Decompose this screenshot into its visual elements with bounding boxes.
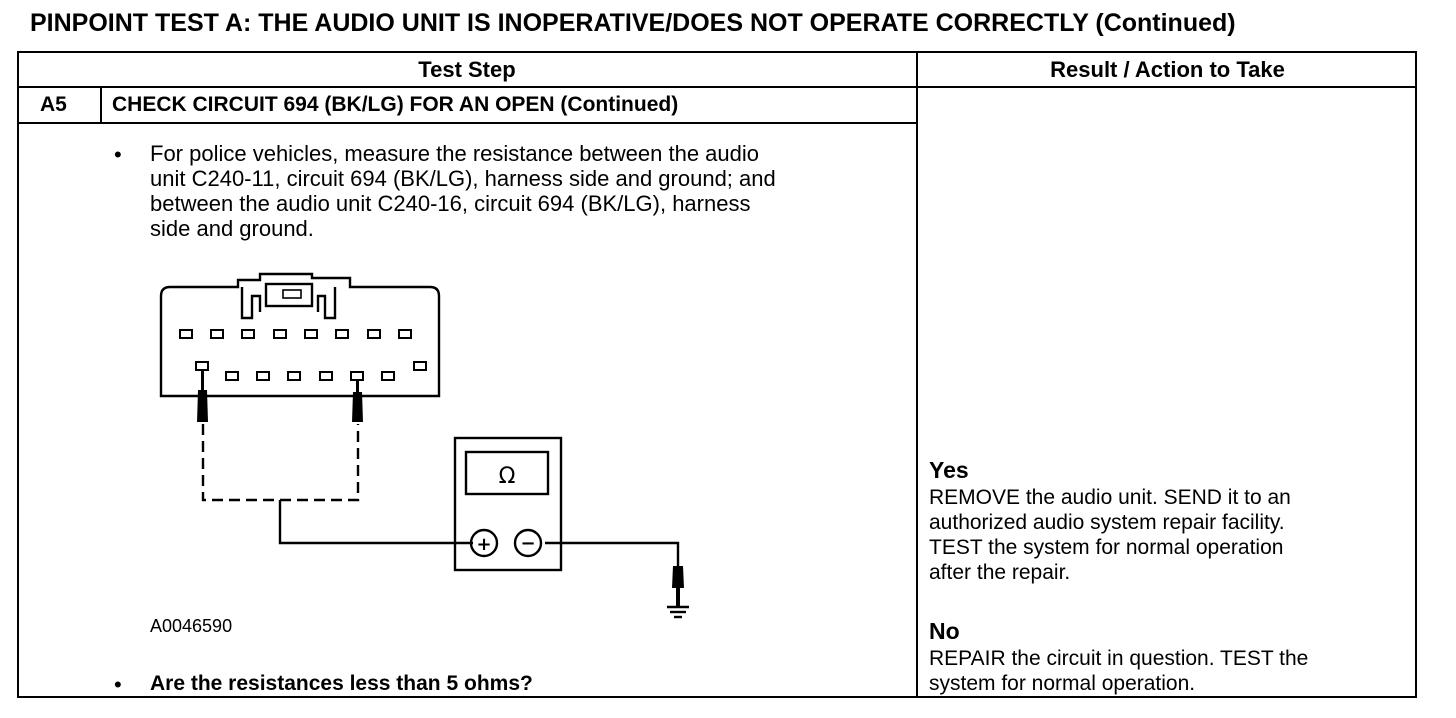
positive-terminal: [469, 528, 499, 558]
negative-terminal: [513, 528, 543, 558]
result-no-action: REPAIR the circuit in question. TEST the…: [929, 646, 1308, 696]
step-id: A5: [40, 93, 67, 116]
column-header-result: Result / Action to Take: [1050, 57, 1285, 82]
result-line: after the repair.: [929, 561, 1071, 584]
header-divider: [17, 86, 1417, 88]
result-line: REMOVE the audio unit. SEND it to an: [929, 486, 1291, 509]
minus-symbol: −: [520, 533, 535, 554]
instruction-text: For police vehicles, measure the resista…: [150, 141, 776, 241]
result-line: authorized audio system repair facility.: [929, 511, 1285, 534]
step-title-divider: [17, 122, 918, 124]
instruction-bullet: •: [114, 142, 122, 167]
column-header-test-step: Test Step: [418, 57, 516, 82]
probe-icon: [197, 370, 363, 422]
figure-id: A0046590: [150, 616, 233, 636]
instruction-line: side and ground.: [150, 216, 314, 241]
ohm-symbol: Ω: [499, 464, 516, 489]
result-no-label: No: [929, 618, 960, 644]
page-title: PINPOINT TEST A: THE AUDIO UNIT IS INOPE…: [30, 9, 1236, 37]
result-yes-label: Yes: [929, 457, 969, 483]
instruction-line: between the audio unit C240-16, circuit …: [150, 191, 751, 216]
ground-icon: [667, 566, 689, 619]
step-question: Are the resistances less than 5 ohms?: [150, 672, 533, 695]
step-title: CHECK CIRCUIT 694 (BK/LG) FOR AN OPEN (C…: [112, 93, 679, 116]
ohmmeter-icon: Ω + −: [453, 436, 563, 572]
result-line: TEST the system for normal operation: [929, 536, 1284, 559]
result-line: REPAIR the circuit in question. TEST the: [929, 647, 1309, 670]
question-bullet: •: [114, 672, 122, 697]
connector-icon: [159, 272, 441, 398]
result-yes-action: REMOVE the audio unit. SEND it to an aut…: [929, 485, 1291, 585]
circuit-diagram: Ω + −: [159, 272, 689, 619]
test-lead-wires: [201, 424, 680, 566]
instruction-line: unit C240-11, circuit 694 (BK/LG), harne…: [150, 166, 776, 191]
plus-symbol: +: [476, 534, 491, 555]
step-id-divider: [100, 86, 102, 124]
column-divider: [916, 51, 918, 698]
instruction-line: For police vehicles, measure the resista…: [150, 141, 760, 166]
table-frame: [17, 51, 1417, 698]
result-line: system for normal operation.: [929, 672, 1196, 695]
